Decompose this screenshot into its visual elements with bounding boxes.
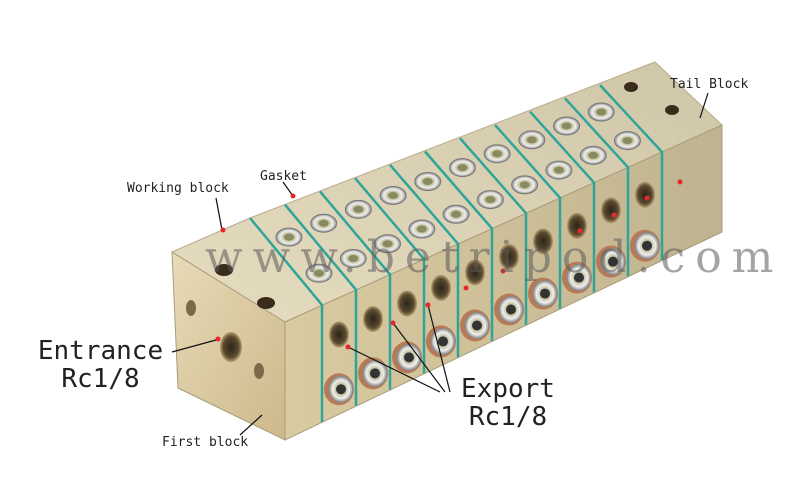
hex-socket: [608, 256, 618, 267]
hex-socket: [526, 136, 537, 144]
hex-socket: [457, 164, 468, 172]
export-spec: Rc1/8: [468, 402, 548, 432]
hex-socket: [588, 151, 599, 159]
hex-socket: [622, 137, 633, 145]
hex-socket: [318, 219, 329, 227]
label-export: Export Rc1/8: [448, 375, 568, 431]
hex-socket: [485, 196, 496, 204]
export-port: [363, 305, 383, 332]
gasket-line: [599, 84, 664, 260]
export-port: [329, 321, 349, 348]
gasket-line: [529, 110, 596, 293]
gasket-line: [564, 97, 630, 277]
hex-socket: [313, 269, 324, 277]
hex-socket: [382, 240, 393, 248]
export-port: [397, 290, 417, 317]
hex-socket: [283, 233, 294, 241]
entrance-spec: Rc1/8: [61, 364, 140, 394]
top-screws: [275, 102, 641, 283]
gasket-line: [459, 137, 528, 325]
hex-socket: [553, 166, 564, 174]
top-hole: [215, 264, 233, 276]
hex-socket: [336, 384, 346, 395]
mount-hole: [186, 300, 196, 316]
front-ports: [324, 181, 660, 406]
leader-lines: [171, 92, 709, 436]
label-first-block: First block: [162, 435, 249, 450]
export-port: [465, 259, 485, 286]
hex-socket: [353, 205, 364, 213]
hex-socket: [370, 368, 380, 379]
label-working-block: Working block: [127, 181, 229, 196]
gasket-line: [424, 150, 494, 341]
hex-socket: [388, 191, 399, 199]
export-port: [533, 228, 553, 255]
export-port: [431, 274, 451, 301]
watermark: www.betripod.com: [205, 232, 784, 283]
label-entrance: Entrance Rc1/8: [28, 337, 173, 393]
top-hole: [257, 297, 275, 309]
export-port: [499, 243, 519, 270]
export-title: Export: [461, 374, 555, 404]
gasket-line: [249, 217, 324, 422]
export-port: [635, 181, 655, 208]
export-port: [601, 197, 621, 224]
gasket-line: [494, 124, 562, 309]
hex-socket: [404, 352, 414, 363]
gasket-line: [284, 203, 358, 406]
gasket-line: [319, 190, 392, 390]
hex-socket: [438, 336, 448, 347]
gasket-line: [354, 177, 426, 374]
hex-socket: [574, 272, 584, 283]
hex-socket: [451, 210, 462, 218]
gasket-line: [389, 163, 460, 358]
marker-dots: [215, 179, 683, 350]
entrance-title: Entrance: [37, 336, 164, 366]
hex-socket: [561, 122, 572, 130]
hex-socket: [596, 108, 607, 116]
hex-socket: [422, 178, 433, 186]
label-tail-block: Tail Block: [670, 77, 749, 92]
hex-socket: [416, 225, 427, 233]
label-gasket: Gasket: [260, 169, 307, 184]
hex-socket: [506, 304, 516, 315]
hex-socket: [492, 150, 503, 158]
hex-socket: [472, 320, 482, 331]
entrance-port: [220, 332, 242, 362]
tail-hole: [624, 82, 638, 92]
gasket-lines: [249, 84, 664, 422]
hex-socket: [540, 288, 550, 299]
hex-socket: [348, 255, 359, 263]
hex-socket: [519, 181, 530, 189]
mount-hole: [254, 363, 264, 379]
tail-hole: [665, 105, 679, 115]
hex-socket: [642, 240, 652, 251]
